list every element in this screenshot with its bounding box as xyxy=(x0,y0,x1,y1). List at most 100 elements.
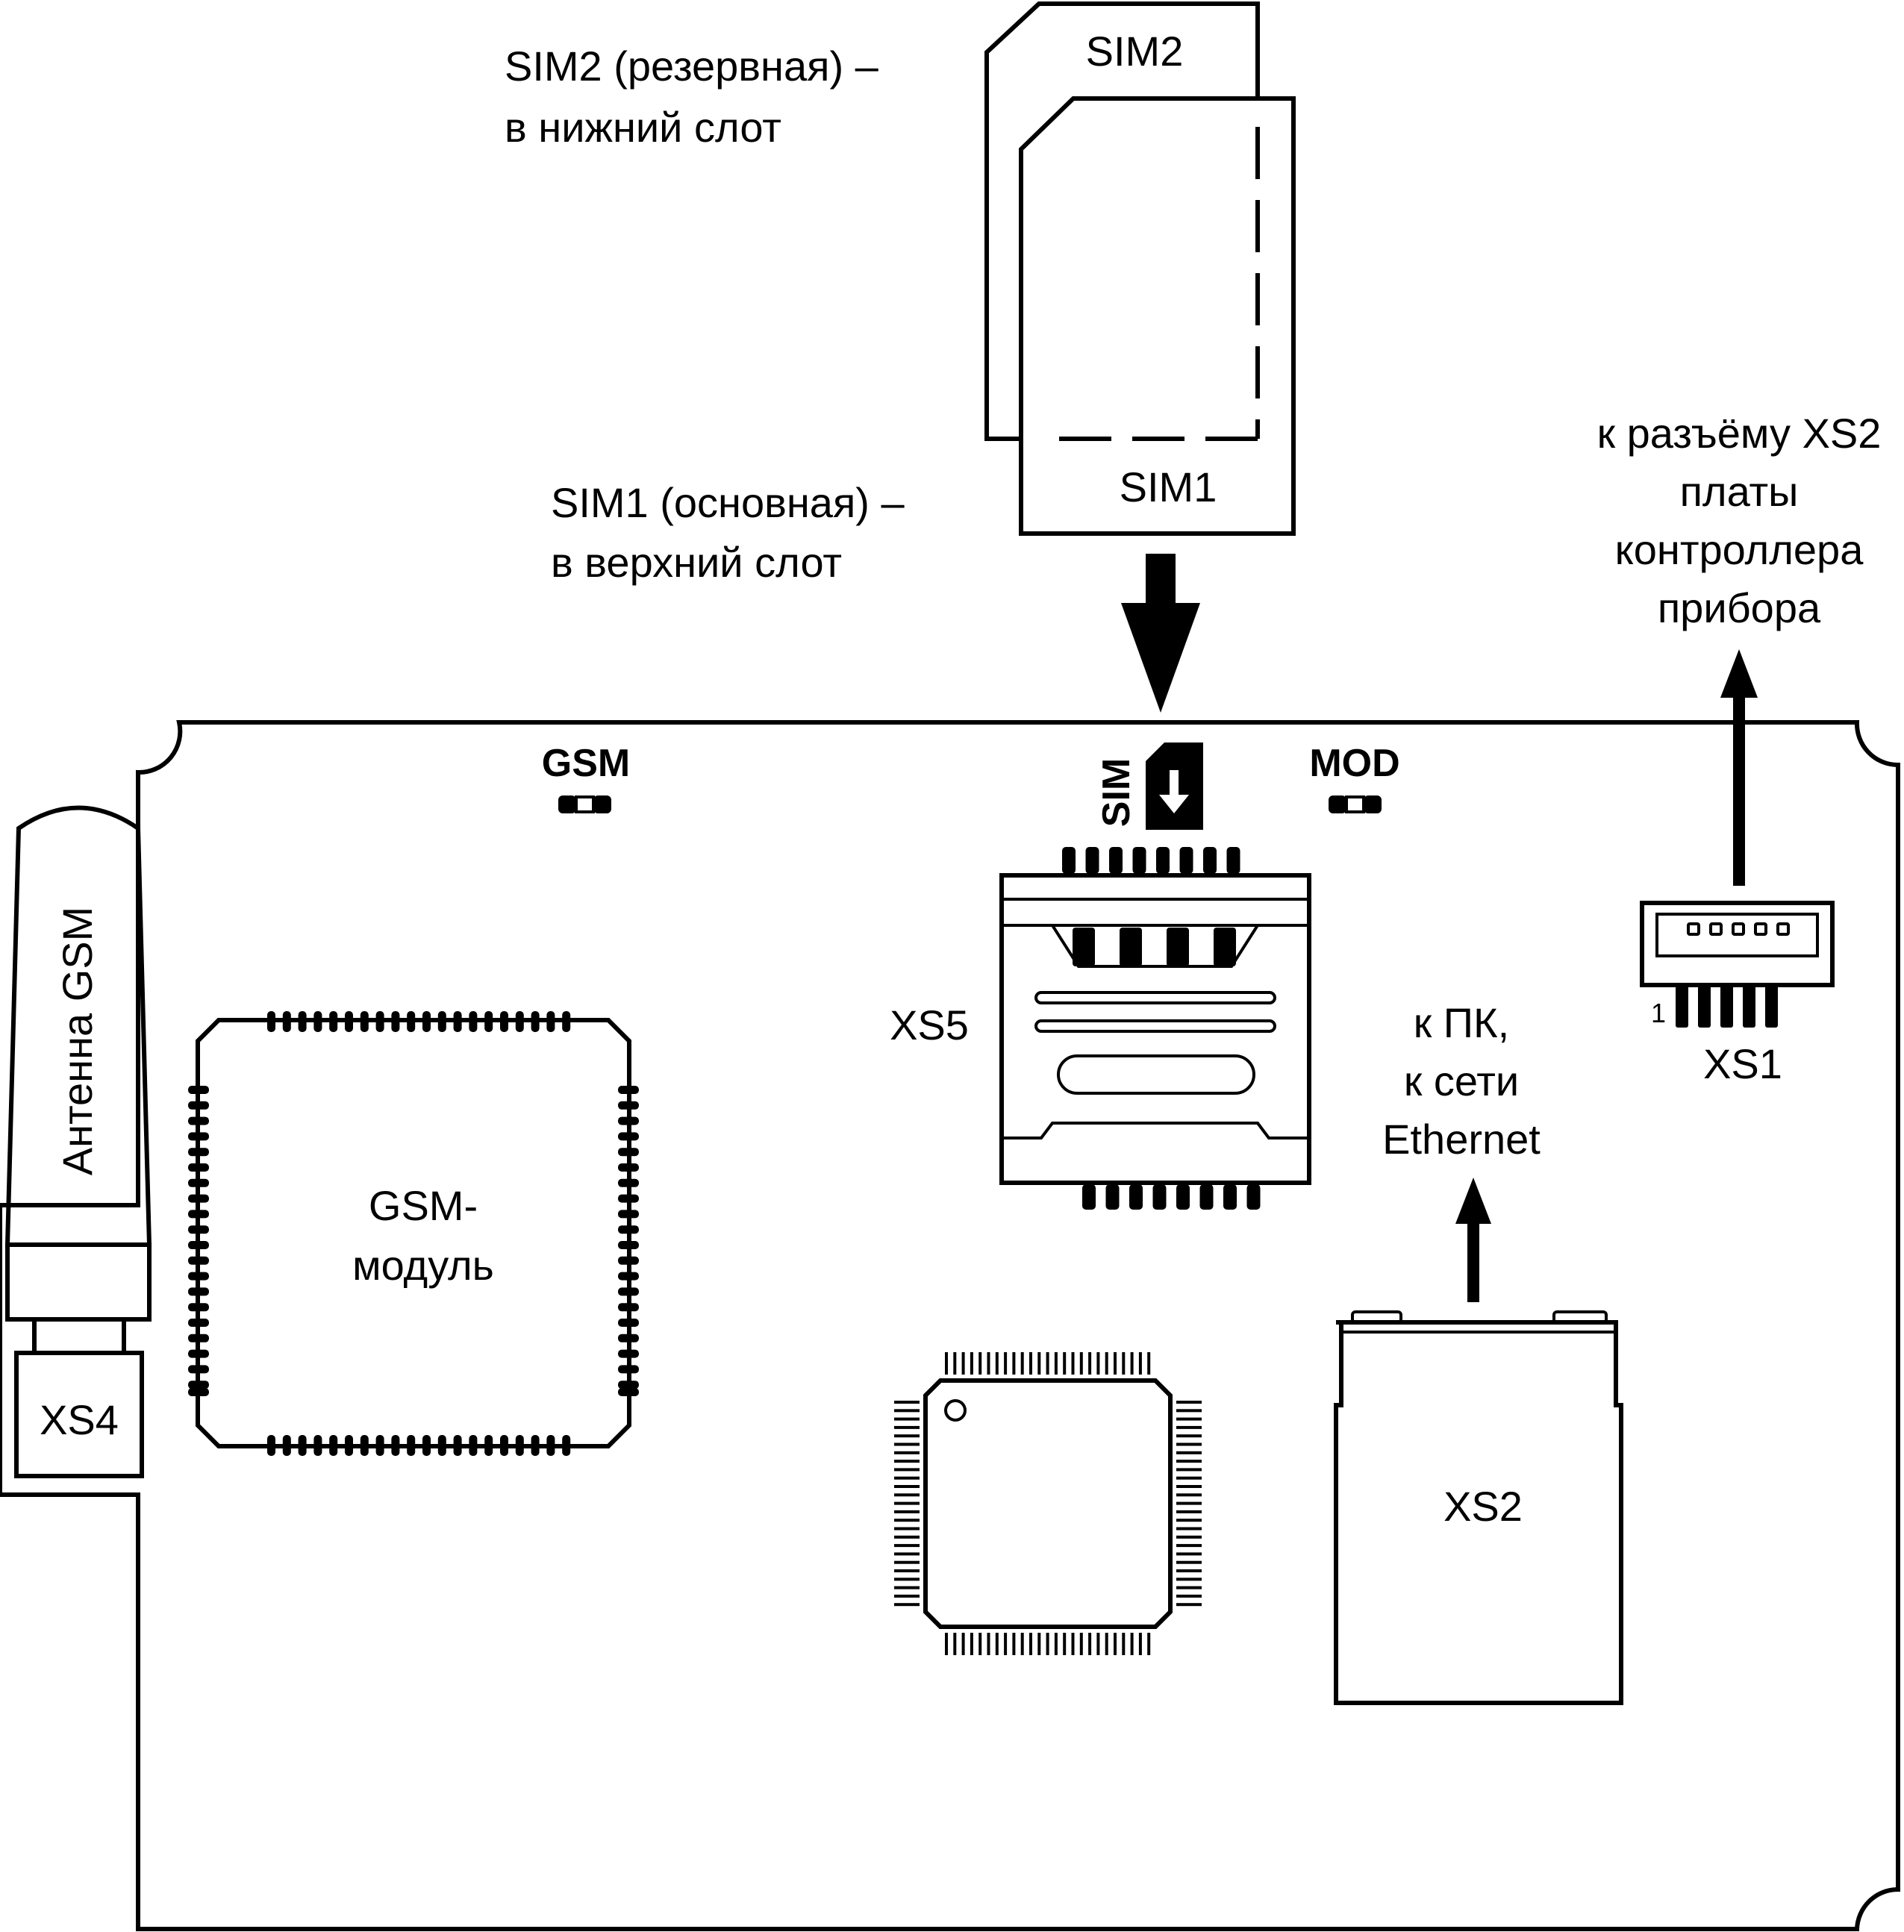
mcu-pin xyxy=(1063,1633,1067,1655)
gsm-module-pad xyxy=(298,1011,307,1032)
xs1-pin xyxy=(1765,985,1778,1028)
xs4-label: XS4 xyxy=(40,1396,119,1443)
mcu-pin xyxy=(1176,1535,1202,1539)
mcu-pin xyxy=(1176,1442,1202,1446)
gsm-module-pad xyxy=(407,1435,416,1456)
gsm-module-pad xyxy=(515,1011,524,1032)
mcu-pin xyxy=(961,1352,965,1375)
mcu-pin xyxy=(1138,1633,1142,1655)
mcu-pin xyxy=(1176,1425,1202,1429)
mcu-pin xyxy=(987,1633,990,1655)
mcu-pin xyxy=(1176,1544,1202,1548)
xs5-pad xyxy=(1223,1184,1237,1210)
mcu-pin xyxy=(1046,1352,1049,1375)
mcu-pin xyxy=(1079,1633,1083,1655)
gsm-module-pad xyxy=(531,1011,540,1032)
gsm-module-pad xyxy=(562,1011,571,1032)
xs5-sim-holder xyxy=(999,847,1311,1210)
xs2-label: XS2 xyxy=(1443,1483,1523,1530)
insert-arrow xyxy=(1121,554,1200,713)
sim2-caption-line2: в нижний слот xyxy=(505,104,781,151)
xs1-hole xyxy=(1754,922,1767,936)
mcu-pin xyxy=(970,1352,973,1375)
gsm-module-pad xyxy=(188,1086,209,1094)
pc-caption-line1: к ПК, xyxy=(1414,999,1510,1046)
xs5-label: XS5 xyxy=(890,1001,969,1048)
mcu-pin xyxy=(894,1527,920,1531)
mcu-pin xyxy=(894,1417,920,1421)
mcu-pin xyxy=(1029,1633,1032,1655)
sim2-caption-line1: SIM2 (резервная) – xyxy=(505,43,879,90)
mcu-pin xyxy=(894,1594,920,1598)
mcu-pin xyxy=(894,1544,920,1548)
gsm-module-pad xyxy=(437,1011,446,1032)
xs2-ref-line1: к разъёму XS2 xyxy=(1597,410,1882,457)
mcu-pin xyxy=(1147,1352,1151,1375)
mcu-pin xyxy=(1138,1352,1142,1375)
led-gsm-label: GSM xyxy=(542,742,630,785)
mcu-pin xyxy=(1004,1633,1008,1655)
gsm-antenna: Антенна GSM xyxy=(4,805,152,1355)
mcu-pin xyxy=(894,1510,920,1513)
mcu-pin xyxy=(1114,1633,1117,1655)
xs5-pad xyxy=(1062,847,1076,874)
arrow-up-xs2 xyxy=(1455,1178,1491,1302)
mcu-pin xyxy=(1176,1603,1202,1607)
xs5-pad xyxy=(1226,847,1240,874)
gsm-module-pad xyxy=(618,1303,639,1312)
mcu-pin xyxy=(894,1451,920,1454)
gsm-module-pad xyxy=(375,1435,384,1456)
mcu-pin xyxy=(894,1493,920,1497)
gsm-module-pad xyxy=(391,1011,400,1032)
gsm-module-pad xyxy=(188,1381,209,1389)
mcu-pin xyxy=(1176,1434,1202,1438)
gsm-module-pad xyxy=(618,1210,639,1219)
sim1-card-label: SIM1 xyxy=(1120,463,1217,510)
sim-insert-icon xyxy=(1146,743,1203,830)
gsm-module-pad xyxy=(329,1011,338,1032)
mcu-pin xyxy=(894,1501,920,1505)
gsm-module-pad xyxy=(188,1116,209,1125)
gsm-module-pad xyxy=(618,1241,639,1249)
xs1-label: XS1 xyxy=(1703,1040,1782,1087)
gsm-module-pad xyxy=(618,1334,639,1342)
mcu-pin xyxy=(1176,1451,1202,1454)
mcu-pin xyxy=(894,1586,920,1589)
mcu-pin xyxy=(953,1633,957,1655)
sim-marker-label: SIM xyxy=(1095,758,1138,827)
gsm-module-pad xyxy=(188,1194,209,1203)
gsm-module-pad xyxy=(422,1435,431,1456)
led-gsm xyxy=(558,795,611,813)
gsm-module-pad xyxy=(188,1210,209,1219)
mcu-pin xyxy=(1122,1352,1126,1375)
gsm-module-pad xyxy=(407,1011,416,1032)
gsm-module-pad xyxy=(618,1116,639,1125)
gsm-module-pad xyxy=(188,1241,209,1249)
mcu-pin xyxy=(961,1633,965,1655)
gsm-module-pad xyxy=(188,1388,209,1396)
mcu-pin xyxy=(1176,1401,1202,1404)
mcu-pin xyxy=(1122,1633,1126,1655)
gsm-module-pad xyxy=(188,1163,209,1172)
gsm-module-pad xyxy=(188,1132,209,1141)
mcu-pin xyxy=(1176,1569,1202,1572)
mcu-pin xyxy=(1176,1468,1202,1472)
mcu-pin xyxy=(1037,1633,1041,1655)
antenna-label: Антенна GSM xyxy=(54,907,101,1176)
mcu-pin xyxy=(978,1352,982,1375)
gsm-module-pad xyxy=(329,1435,338,1456)
mcu-pin xyxy=(894,1535,920,1539)
xs1-hole xyxy=(1709,922,1723,936)
gsm-module-pad xyxy=(618,1101,639,1110)
mcu-pin xyxy=(894,1409,920,1413)
gsm-module-pad xyxy=(618,1163,639,1172)
mcu-pin xyxy=(1046,1633,1049,1655)
gsm-module-pad xyxy=(500,1435,508,1456)
gsm-module-pad xyxy=(188,1319,209,1327)
gsm-module-pad xyxy=(188,1225,209,1234)
gsm-module-pad xyxy=(618,1225,639,1234)
mcu-pin xyxy=(1096,1633,1100,1655)
mcu-pin xyxy=(894,1560,920,1564)
mcu-pin xyxy=(945,1352,948,1375)
gsm-module-pad xyxy=(618,1388,639,1396)
